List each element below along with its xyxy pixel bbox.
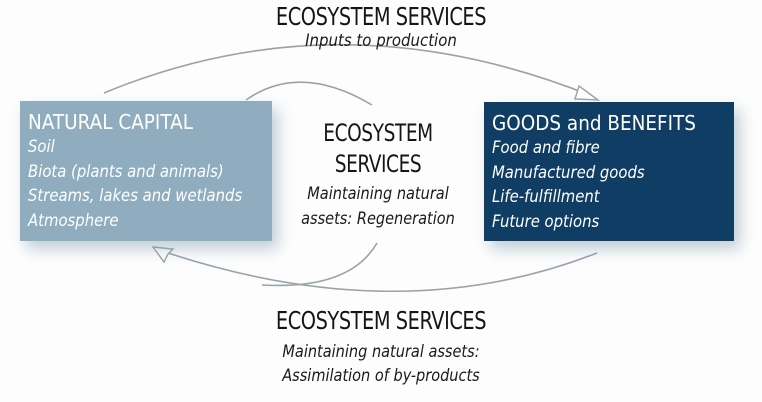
arrow-regeneration-bottom <box>261 242 378 287</box>
top-services-subtitle: Inputs to production <box>305 31 457 51</box>
arrowhead-right-icon <box>574 84 601 101</box>
goods-benefits-box: GOODS and BENEFITS Food and fibre Manufa… <box>484 102 734 241</box>
natural-capital-item: Streams, lakes and wetlands <box>28 186 243 205</box>
natural-capital-item: Atmosphere <box>28 210 119 230</box>
arrowhead-left-icon <box>151 246 175 264</box>
goods-benefits-title: GOODS and BENEFITS <box>492 111 696 135</box>
goods-benefits-item: Life-fulfillment <box>492 187 600 206</box>
bottom-subtitle-line1: Maintaining natural assets: <box>282 342 480 361</box>
middle-subtitle-line2: assets: Regeneration <box>301 209 455 228</box>
natural-capital-box: NATURAL CAPITAL Soil Biota (plants and a… <box>20 101 272 241</box>
goods-benefits-item: Manufactured goods <box>492 162 645 182</box>
arrow-inputs-to-production <box>103 43 593 97</box>
middle-services-subtitle: Maintaining natural assets: Regeneration <box>276 181 480 231</box>
top-services-title: ECOSYSTEM SERVICES <box>275 2 487 31</box>
arrow-regeneration-top <box>245 81 373 106</box>
bottom-services-subtitle: Maintaining natural assets: Assimilation… <box>46 340 717 388</box>
natural-capital-item: Biota (plants and animals) <box>28 161 224 181</box>
natural-capital-item: Soil <box>28 137 55 156</box>
middle-title-line1: ECOSYSTEM <box>323 119 433 147</box>
middle-subtitle-line1: Maintaining natural <box>307 184 449 203</box>
middle-title-line2: SERVICES <box>334 150 422 178</box>
middle-services-title: ECOSYSTEM SERVICES <box>287 118 469 180</box>
goods-benefits-item: Food and fibre <box>492 138 600 157</box>
arrow-assimilation <box>164 251 598 293</box>
goods-benefits-item: Future options <box>492 211 600 231</box>
bottom-services-title: ECOSYSTEM SERVICES <box>275 306 487 335</box>
natural-capital-title: NATURAL CAPITAL <box>28 110 193 134</box>
bottom-subtitle-line2: Assimilation of by-products <box>282 366 480 385</box>
